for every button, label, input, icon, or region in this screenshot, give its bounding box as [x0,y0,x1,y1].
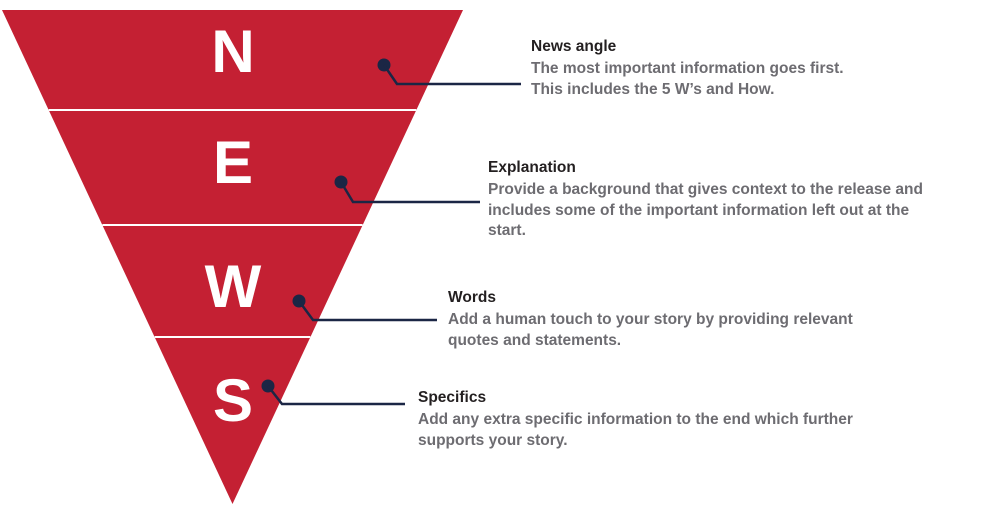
connector-line-news-angle [382,64,521,86]
annotation-words: Words Add a human touch to your story by… [448,288,853,351]
pyramid-triangle [2,10,463,504]
annotation-text-line: start. [488,222,526,239]
annotation-title: Specifics [418,389,487,406]
annotation-text-line: supports your story. [418,431,568,449]
connector-line-words [297,300,437,322]
pyramid-letter-w: W [205,253,262,320]
annotation-body: Add a human touch to your story by provi… [448,310,853,351]
annotation-explanation: Explanation Provide a background that gi… [488,158,923,242]
annotation-body: The most important information goes firs… [531,59,844,100]
pyramid-letter-e: E [213,129,253,196]
annotation-body: Add any extra specific information to th… [418,410,853,451]
annotation-text-line: quotes and statements. [448,331,622,349]
annotation-specifics: Specifics Add any extra specific informa… [418,388,853,451]
annotation-body: Provide a background that gives context … [488,180,923,242]
annotation-text-line: Add a human touch to your story by provi… [448,311,853,328]
annotation-text-line: This includes the 5 W’s and How. [531,80,775,98]
annotation-text-line: includes some of the important informati… [488,201,910,219]
annotation-news-angle: News angle The most important informatio… [531,37,844,100]
annotation-text-line: The most important information goes firs… [531,60,844,77]
annotation-title: News angle [531,38,617,55]
pyramid-letter-n: N [211,18,254,85]
pyramid-letter-s: S [213,367,253,434]
connector-line-specifics [267,385,405,406]
annotation-title: Words [448,289,496,306]
connector-line-explanation [339,181,480,204]
annotation-title: Explanation [488,159,576,176]
annotation-text-line: Add any extra specific information to th… [418,411,853,428]
annotation-text-line: Provide a background that gives context … [488,181,923,198]
